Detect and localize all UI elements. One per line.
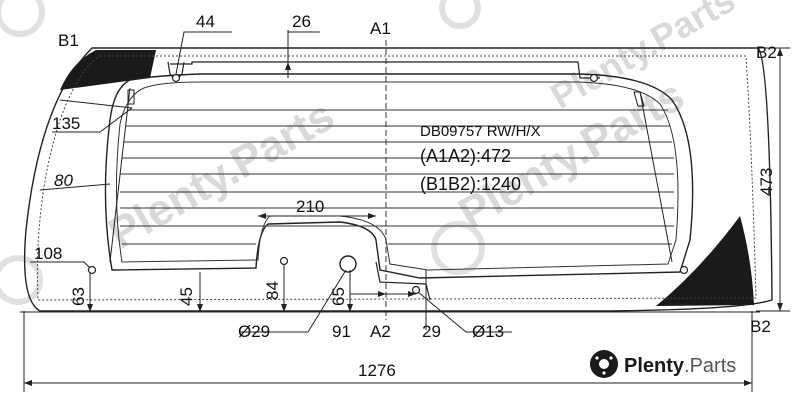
- ceramic-bottom-right: [656, 216, 754, 306]
- arrow: [87, 304, 93, 312]
- part-b1b2: (B1B2):1240: [420, 174, 521, 194]
- brand-logo-dot: [602, 371, 606, 375]
- arrow: [347, 304, 353, 312]
- stud-notch: [279, 256, 289, 266]
- part-code: DB09757 RW/H/X: [420, 123, 541, 140]
- inner-band-dotted: [36, 55, 757, 301]
- dim-44-leader: [175, 31, 232, 75]
- dimension-lines: [20, 30, 790, 392]
- dim-65-label: 65: [329, 287, 348, 306]
- brand-logo-dot: [609, 356, 613, 360]
- brand-name-suffix: .Parts: [684, 355, 736, 377]
- dim-phi13-label: Ø13: [472, 322, 504, 341]
- hole-wiper-29: [339, 255, 357, 273]
- brand-name-main: Plenty: [624, 355, 685, 377]
- watermark-text-1: Plenty.Parts: [101, 91, 343, 259]
- watermark-logo-3: [0, 255, 43, 305]
- heater-grid: [120, 109, 674, 245]
- inner-window-outline-2: [115, 81, 679, 271]
- axis-label-b1: B1: [58, 31, 79, 50]
- dim-phi29-leader: [240, 269, 347, 333]
- stud-bottom-left: [87, 265, 97, 275]
- brand-logo: Plenty.Parts: [590, 350, 736, 378]
- watermark-logo-2: [439, 0, 481, 29]
- arrow: [777, 48, 783, 56]
- dim-108-label: 108: [34, 244, 62, 263]
- arrow: [281, 304, 287, 312]
- brand-name: Plenty.Parts: [624, 355, 736, 377]
- top-trim-line: [170, 61, 600, 79]
- bus-bar-right: [639, 91, 673, 263]
- arrow: [258, 213, 266, 219]
- dim-91-label: 91: [332, 322, 351, 341]
- stud-bottom-right: [679, 265, 689, 275]
- arrow: [777, 303, 783, 311]
- dim-135-leader: [52, 99, 133, 133]
- stud-top-right: [589, 73, 599, 83]
- arrow-heads: [24, 48, 783, 386]
- dim-108-leader: [30, 261, 91, 269]
- dim-210-label: 210: [296, 197, 324, 216]
- dim-63-label: 63: [69, 287, 88, 306]
- terminal-right: [633, 91, 645, 107]
- dim-44-label: 44: [196, 12, 215, 31]
- axis-label-a1: A1: [370, 19, 391, 38]
- dim-26-label: 26: [292, 12, 311, 31]
- dim-1276-label: 1276: [358, 361, 396, 380]
- dim-phi13-leader: [417, 291, 512, 333]
- axis-label-a2: A2: [370, 322, 391, 341]
- terminal-left: [127, 89, 135, 105]
- dim-45-label: 45: [177, 287, 196, 306]
- dim-80-label: 80: [54, 171, 73, 190]
- arrow: [24, 380, 32, 386]
- brand-logo-dot: [595, 356, 599, 360]
- dim-135-label: 135: [52, 114, 80, 133]
- watermark-layer: Plenty.Parts Plenty.Parts Plenty.Parts: [0, 0, 742, 305]
- glass-outline: [23, 47, 773, 312]
- arrow: [378, 291, 386, 297]
- axis-label-b2-bottom: B2: [750, 317, 771, 336]
- arrow: [408, 291, 416, 297]
- arrow: [285, 62, 291, 70]
- dim-phi29-label: Ø29: [238, 322, 270, 341]
- stud-top-left: [171, 73, 181, 83]
- axis-label-b2-top: B2: [756, 43, 777, 62]
- brand-logo-hub: [599, 359, 609, 369]
- arrow: [368, 213, 376, 219]
- lower-notch-line: [375, 261, 431, 301]
- watermark-logo-1: [0, 0, 45, 37]
- arrow: [744, 380, 752, 386]
- arrow: [197, 304, 203, 312]
- watermark-logo-4: [431, 221, 485, 275]
- bus-bar-left: [109, 87, 131, 263]
- inner-window-outline: [104, 73, 694, 279]
- dim-84-label: 84: [263, 281, 282, 300]
- dim-80-leader: [39, 183, 111, 191]
- part-a1a2: (A1A2):472: [420, 146, 511, 166]
- dim-29-label: 29: [422, 322, 441, 341]
- dim-473-label: 473: [757, 168, 776, 196]
